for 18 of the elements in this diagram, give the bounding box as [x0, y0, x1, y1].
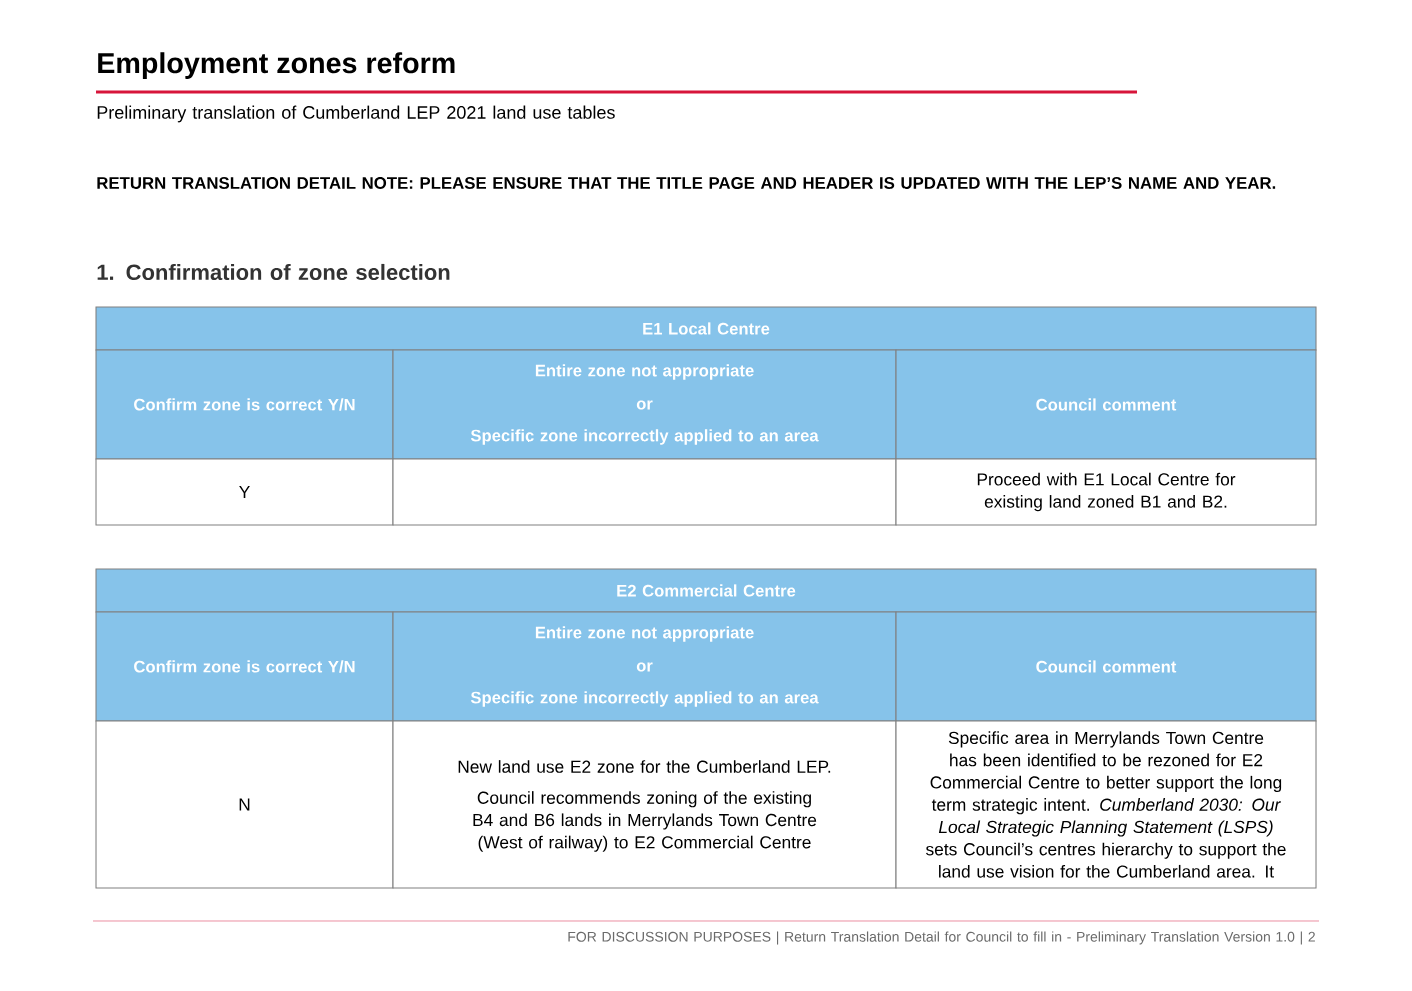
subtitle: Preliminary translation of Cumberland LEP 2021 land use tables: [97, 105, 615, 123]
table-header-cell: Entire zone not appropriate or Specific zone incorrectly applied to an area: [392, 611, 897, 722]
table-cell: Y: [95, 458, 394, 526]
table-header-cell: Confirm zone is correct Y/N: [95, 349, 394, 460]
table-header-cell: Council comment: [895, 349, 1317, 460]
table-cell: N: [95, 720, 394, 889]
note: RETURN TRANSLATION DETAIL NOTE: PLEASE ENSURE THAT THE TITLE PAGE AND HEADER IS UPDATED WITH THE LEP’S NAME AND YEAR.: [97, 177, 1276, 189]
table-cell: Proceed with E1 Local Centre for existing land zoned B1 and B2.: [895, 458, 1317, 526]
table-cell: New land use E2 zone for the Cumberland LEP. Council recommends zoning of the existing B4 and B6 lands in Merrylands Town Centre (West of railway) to E2 Commercial Centre: [392, 720, 897, 889]
title: Employment zones reform: [98, 52, 455, 79]
footer: FOR DISCUSSION PURPOSES | Return Translation Detail for Council to fill in - Preliminary Translation Version 1.0 | 2: [568, 931, 1315, 945]
table-header-cell: Confirm zone is correct Y/N: [95, 611, 394, 722]
table-cell: Specific area in Merrylands Town Centre has been identified to be rezoned for E2 Commercial Centre to better support the long term strategic intent. Cumberland 2030: Our Local Strategic Planning Statement (LSPS) sets Council’s centres hierarchy to support the land use vision for the Cumberland area. It: [895, 720, 1317, 889]
table-header-cell: Entire zone not appropriate or Specific zone incorrectly applied to an area: [392, 349, 897, 460]
table-header-cell: E2 Commercial Centre: [95, 568, 1317, 613]
table-header-cell: Council comment: [895, 611, 1317, 722]
section-heading: 1. Confirmation of zone selection: [97, 263, 450, 281]
table-header-cell: E1 Local Centre: [95, 306, 1317, 351]
